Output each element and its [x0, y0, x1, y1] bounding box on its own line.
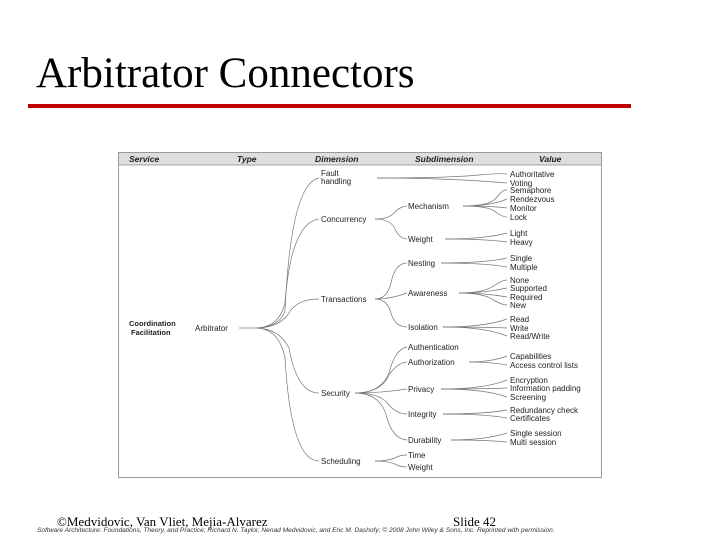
subdimension-authorization: Authorization: [408, 358, 455, 367]
value-single-session: Single session: [510, 429, 562, 438]
title-underline: [28, 104, 631, 108]
column-header-type: Type: [237, 154, 257, 164]
tree-connectors: [239, 173, 508, 468]
value-certificates: Certificates: [510, 414, 550, 423]
value-capabilities: Capabilities: [510, 352, 551, 361]
column-header-service: Service: [129, 154, 160, 164]
service-label-line2: Facilitation: [131, 328, 171, 337]
slide-number: Slide 42: [453, 514, 496, 529]
value-new: New: [510, 301, 526, 310]
header-band: [119, 153, 601, 165]
dimension-fault-handling-line2: handling: [321, 177, 351, 186]
footer-credit: ©Medvidovic, Van Vliet, Mejia-Alvarez: [57, 514, 268, 529]
value-rendezvous: Rendezvous: [510, 195, 554, 204]
type-label: Arbitrator: [195, 324, 228, 333]
value-access-control-lists: Access control lists: [510, 361, 578, 370]
service-label-line1: Coordination: [129, 319, 176, 328]
value-read-write: Read/Write: [510, 332, 550, 341]
classification-diagram: Service Type Dimension Subdimension Valu…: [118, 152, 602, 478]
subdimension-isolation: Isolation: [408, 323, 438, 332]
value-multiple: Multiple: [510, 263, 538, 272]
value-encryption: Encryption: [510, 376, 548, 385]
value-supported: Supported: [510, 284, 547, 293]
dimension-transactions: Transactions: [321, 295, 367, 304]
subdimension-time: Time: [408, 451, 426, 460]
value-light: Light: [510, 229, 528, 238]
value-authoritative: Authoritative: [510, 170, 555, 179]
value-read: Read: [510, 315, 529, 324]
dimension-concurrency: Concurrency: [321, 215, 366, 224]
value-screening: Screening: [510, 393, 546, 402]
value-voting: Voting: [510, 179, 532, 188]
value-information-padding: Information padding: [510, 384, 581, 393]
value-redundancy-check: Redundancy check: [510, 406, 579, 415]
subdimension-weight: Weight: [408, 235, 434, 244]
value-heavy: Heavy: [510, 238, 533, 247]
subdimension-nesting: Nesting: [408, 259, 435, 268]
column-header-subdimension: Subdimension: [415, 154, 474, 164]
subdimension-mechanism: Mechanism: [408, 202, 449, 211]
value-write: Write: [510, 324, 529, 333]
column-header-dimension: Dimension: [315, 154, 358, 164]
dimension-scheduling: Scheduling: [321, 457, 361, 466]
slide-title: Arbitrator Connectors: [36, 50, 415, 97]
value-none: None: [510, 276, 530, 285]
subdimension-awareness: Awareness: [408, 289, 447, 298]
dimension-security: Security: [321, 389, 350, 398]
column-header-value: Value: [539, 154, 562, 164]
value-required: Required: [510, 293, 542, 302]
source-citation: Software Architecture: Foundations, Theo…: [37, 527, 555, 534]
subdimension-privacy: Privacy: [408, 385, 434, 394]
value-semaphore: Semaphore: [510, 186, 552, 195]
value-lock: Lock: [510, 213, 528, 222]
subdimension-durability: Durability: [408, 436, 441, 445]
subdimension-integrity: Integrity: [408, 410, 436, 419]
subdimension-scheduling-weight: Weight: [408, 463, 434, 472]
value-monitor: Monitor: [510, 204, 537, 213]
value-single: Single: [510, 254, 533, 263]
connector-taxonomy-tree: Service Type Dimension Subdimension Valu…: [119, 153, 601, 472]
dimension-fault-handling-line1: Fault: [321, 169, 340, 178]
subdimension-authentication: Authentication: [408, 343, 459, 352]
value-multi-session: Multi session: [510, 438, 556, 447]
